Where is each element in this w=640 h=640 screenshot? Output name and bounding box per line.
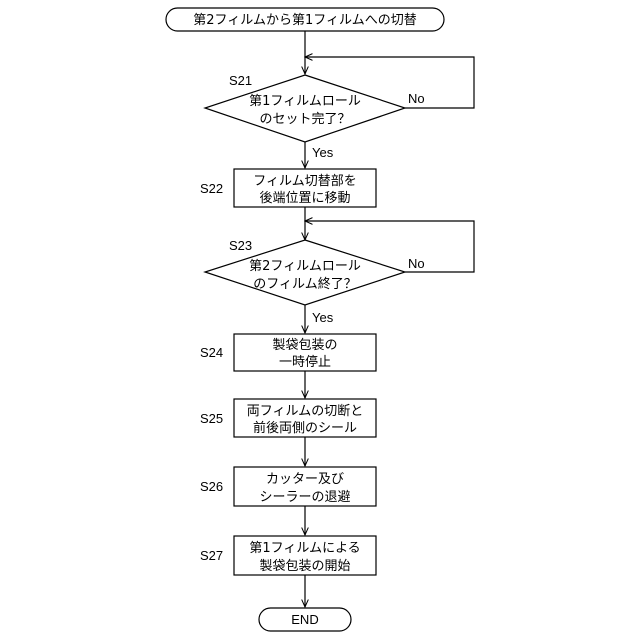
process-s26: カッター及び シーラーの退避 <box>234 467 376 506</box>
s25-step-id: S25 <box>200 411 223 426</box>
s27-text-line2: 製袋包装の開始 <box>259 559 350 574</box>
process-s24: 製袋包装の 一時停止 <box>234 334 376 371</box>
s23-yes-label: Yes <box>312 310 334 325</box>
s25-text-line2: 前後両側のシール <box>253 420 357 436</box>
s21-yes-label: Yes <box>312 145 334 160</box>
process-s27: 第1フィルムによる 製袋包装の開始 <box>234 536 376 575</box>
s23-text-line1: 第2フィルムロール <box>249 259 361 274</box>
end-terminal: END <box>259 608 351 631</box>
start-terminal: 第2フィルムから第1フィルムへの切替 <box>166 8 444 31</box>
s21-no-label: No <box>408 91 425 106</box>
s26-text-line2: シーラーの退避 <box>259 490 350 505</box>
start-label: 第2フィルムから第1フィルムへの切替 <box>193 13 417 28</box>
s24-text-line1: 製袋包装の <box>272 338 337 353</box>
s21-text-line2: のセット完了？ <box>259 112 350 127</box>
s26-step-id: S26 <box>200 479 223 494</box>
s25-text-line1: 両フィルムの切断と <box>247 404 363 419</box>
s24-text-line2: 一時停止 <box>279 354 331 370</box>
s23-text-line2: のフィルム終了？ <box>253 276 356 292</box>
process-s25: 両フィルムの切断と 前後両側のシール <box>234 399 376 437</box>
s26-text-line1: カッター及び <box>266 472 344 487</box>
s21-step-id: S21 <box>229 73 252 88</box>
s27-step-id: S27 <box>200 548 223 563</box>
s24-step-id: S24 <box>200 345 223 360</box>
s21-text-line1: 第1フィルムロール <box>249 94 361 109</box>
end-label: END <box>291 612 318 627</box>
s23-step-id: S23 <box>229 238 252 253</box>
s22-step-id: S22 <box>200 181 223 196</box>
s27-text-line1: 第1フィルムによる <box>249 541 360 556</box>
s23-no-label: No <box>408 256 425 271</box>
process-s22: フィルム切替部を 後端位置に移動 <box>234 169 376 207</box>
s22-text-line1: フィルム切替部を <box>253 174 356 189</box>
s22-text-line2: 後端位置に移動 <box>259 191 350 206</box>
